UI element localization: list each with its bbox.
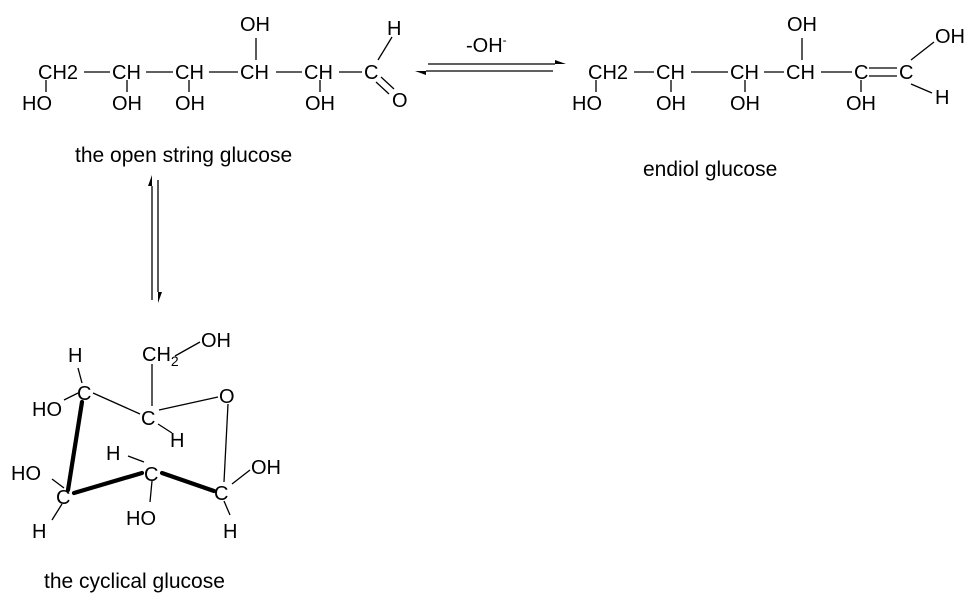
double-bond-line [375,81,390,95]
atom-label: CH [175,62,204,84]
atom-label: C [141,408,155,430]
bond [51,478,65,489]
bond [158,396,219,411]
atom-label: C [899,62,913,84]
atom-label: H [32,521,46,543]
bond [51,503,63,521]
endiol-glucose-structure: CH2 CH CH CH C C HO OH OH OH OH OH H [572,14,965,115]
reagent-label: -OH- [466,33,507,57]
atom-label: HO [11,463,41,485]
bond [223,403,229,483]
atom-label: CH [786,62,815,84]
atom-label: CH2 [588,62,628,84]
bond [377,36,393,61]
cyclic-caption: the cyclical glucose [44,570,225,593]
atom-label: OH [846,93,876,115]
bond [910,83,933,94]
bond [223,500,231,516]
atom-label: OH [251,457,281,479]
bold-bond [71,470,145,496]
atom-label: CH [240,62,269,84]
arrow-head [555,60,566,64]
bond [157,423,173,434]
atom-label: OH [112,93,142,115]
atom-label: O [392,90,408,112]
atom-label: O [219,386,235,408]
atom-label: OH [656,93,686,115]
bond [174,341,201,357]
open-chain-caption: the open string glucose [75,144,292,167]
atom-label: H [68,345,82,367]
arrow-head [148,175,152,186]
atom-label: H [170,430,184,452]
atom-label: OH [787,14,817,36]
arrow-head [415,71,426,75]
atom-label: C [56,487,70,509]
atom-label: C [364,62,378,84]
bold-bond [65,399,85,493]
bond [63,392,79,401]
atom-label: C [854,62,868,84]
atom-label: C [77,383,91,405]
atom-label: OH [935,26,965,48]
atom-label: CH2 [142,344,179,369]
endiol-caption: endiol glucose [643,158,777,181]
bond [77,367,83,384]
atom-label: H [106,443,120,465]
bond [149,480,153,503]
atom-label: HO [126,508,156,530]
atom-label: OH [730,93,760,115]
atom-label: OH [240,14,270,36]
atom-label: HO [32,399,62,421]
atom-label: CH [112,62,141,84]
bond [231,469,251,485]
bond [910,41,935,61]
open-chain-glucose-structure: CH2 CH CH CH CH C HO OH OH OH OH H O [22,14,408,115]
atom-label: OH [305,93,335,115]
double-bond-line [380,76,395,90]
atom-label: C [214,483,228,505]
bond [127,455,145,463]
arrow-head [158,292,162,303]
atom-label: H [935,87,949,109]
atom-label: CH [304,62,333,84]
atom-label: H [387,18,401,40]
bond [92,392,141,415]
atom-label: OH [175,93,205,115]
cyclic-glucose-structure: H C HO CH2 OH C H O H C HO HO C H C OH H [11,330,281,543]
atom-label: HO [22,93,52,115]
bold-bond [159,470,217,494]
atom-label: OH [201,330,231,352]
atom-label: C [144,464,158,486]
equilibrium-arrow-horizontal: -OH- [415,33,566,75]
atom-label: HO [572,93,602,115]
atom-label: H [223,521,237,543]
atom-label: CH [730,62,759,84]
atom-label: CH [656,62,685,84]
atom-label: CH2 [38,62,78,84]
equilibrium-arrow-vertical [148,175,162,303]
